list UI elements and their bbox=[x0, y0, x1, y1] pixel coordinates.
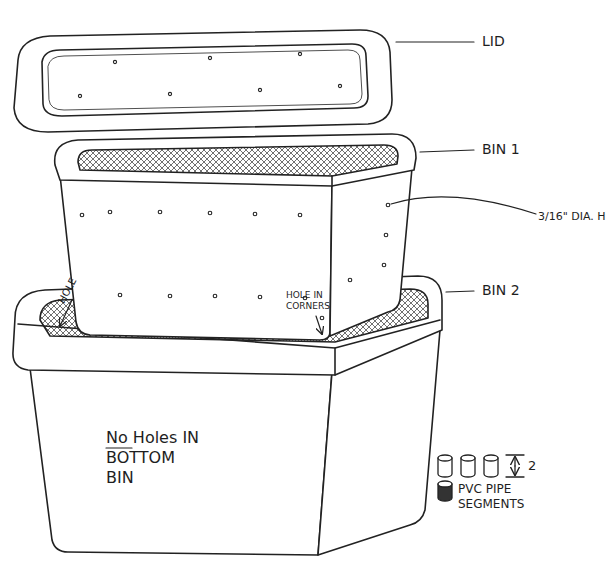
part-label: BIN 2 bbox=[482, 282, 520, 300]
dimension-label: 2 bbox=[528, 458, 536, 474]
top-bin-drawing bbox=[55, 134, 416, 340]
part-label: PVC PIPE SEGMENTS bbox=[458, 482, 558, 512]
leader-lines bbox=[60, 42, 536, 448]
part-label: LID bbox=[482, 33, 505, 51]
note-label: HOLE IN CORNERS bbox=[286, 290, 348, 313]
lid-drawing bbox=[14, 30, 392, 132]
note-label: HOLE bbox=[56, 276, 80, 306]
part-label: BIN 1 bbox=[482, 141, 520, 159]
dimension-label: 3/16" DIA. H bbox=[538, 210, 606, 224]
note-label: No Holes IN BOTTOM BIN bbox=[106, 428, 206, 488]
